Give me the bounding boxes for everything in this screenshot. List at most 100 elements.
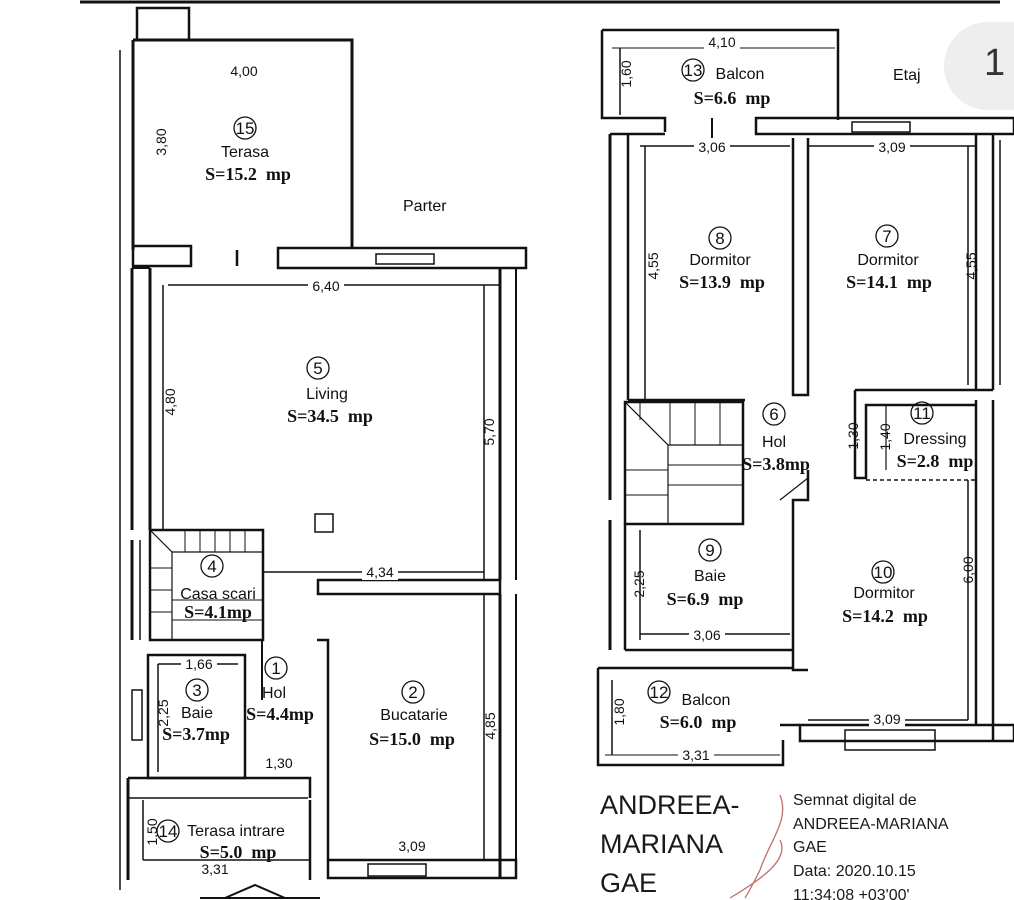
author-name-line-1: ANDREEA- — [600, 790, 740, 820]
dimension-label: 5,70 — [481, 418, 497, 445]
room-number: 11 — [913, 404, 931, 423]
signature-time: 11:34:08 +03'00' — [793, 887, 910, 900]
dimension-label: 2,25 — [155, 699, 171, 726]
dimension-labels: 4,003,806,404,805,704,341,662,251,304,85… — [144, 34, 979, 877]
dimension-label: 4,55 — [963, 252, 979, 279]
dimension-label: 1,66 — [185, 656, 212, 672]
level-label-etaj: Etaj — [893, 67, 921, 84]
dimension-label: 3,31 — [682, 747, 709, 763]
dimension-label-bg — [261, 756, 297, 771]
room-number-circle — [306, 356, 330, 380]
room-number-circle — [233, 116, 257, 140]
room-number-circle — [401, 680, 425, 704]
dimension-label-bg — [704, 35, 740, 50]
room-name: Terasa intrare — [187, 823, 285, 840]
dimension-label: 3,06 — [698, 139, 725, 155]
signature-line-3: GAE — [793, 839, 827, 856]
room-name: Dormitor — [853, 585, 915, 602]
dimension-label: 4,10 — [708, 34, 735, 50]
room-name: Bucatarie — [380, 707, 448, 724]
dimension-label: 3,09 — [873, 711, 900, 727]
dimension-label-bg — [874, 140, 910, 155]
signature-line-2: ANDREEA-MARIANA — [793, 816, 949, 833]
room-name: Baie — [181, 705, 213, 722]
dimension-label: 3,06 — [693, 627, 720, 643]
room-name: Dressing — [903, 431, 966, 448]
room-number-circle — [156, 819, 180, 843]
room-number: 4 — [207, 557, 216, 576]
dimension-label-bg — [308, 279, 344, 294]
room-number: 8 — [715, 229, 724, 248]
room-area: S=6.0 mp — [660, 712, 737, 732]
room-area: S=4.1mp — [184, 602, 252, 622]
signature-date: Data: 2020.10.15 — [793, 863, 916, 880]
dimension-label: 1,40 — [877, 423, 893, 450]
room-area: S=15.2 mp — [205, 164, 291, 184]
dimension-label: 4,85 — [482, 712, 498, 739]
dimension-label-bg — [689, 628, 725, 643]
room-number: 15 — [236, 119, 255, 138]
room-name: Terasa — [221, 144, 269, 161]
room-area: S=15.0 mp — [369, 729, 455, 749]
room-number: 5 — [313, 359, 322, 378]
room-area: S=5.0 mp — [200, 842, 277, 862]
dimension-label: 1,30 — [265, 755, 292, 771]
dimension-label: 4,80 — [162, 388, 178, 415]
room-name: Baie — [694, 568, 726, 585]
room-number-circle — [910, 401, 934, 425]
dimension-label: 3,09 — [398, 838, 425, 854]
room-number: 9 — [705, 541, 714, 560]
dimension-label: 4,00 — [230, 63, 257, 79]
room-name: Hol — [262, 685, 286, 702]
dimension-label-bg — [394, 839, 430, 854]
dimension-label: 4,55 — [645, 252, 661, 279]
room-number: 1 — [271, 659, 280, 678]
signature-line-1: Semnat digital de — [793, 792, 917, 809]
room-area: S=3.7mp — [162, 724, 230, 744]
room-number-circle — [762, 402, 786, 426]
signature-mark — [729, 794, 784, 899]
dimension-label: 1,30 — [845, 422, 861, 449]
room-number-circle — [200, 554, 224, 578]
room-number-circle — [264, 656, 288, 680]
room-area: S=14.2 mp — [842, 606, 928, 626]
room-number-circle — [681, 58, 705, 82]
dimension-label: 6,40 — [312, 278, 339, 294]
dimension-label-bg — [226, 64, 262, 79]
room-name: Living — [306, 386, 348, 403]
dimension-label-bg — [678, 748, 714, 763]
room-name: Hol — [762, 434, 786, 451]
room-number-circle — [647, 680, 671, 704]
dimension-label: 1,60 — [618, 60, 634, 87]
room-area: S=14.1 mp — [846, 272, 932, 292]
room-number-circle — [708, 226, 732, 250]
room-number-circle — [871, 560, 895, 584]
page-number: 1 — [984, 42, 1006, 84]
room-number: 6 — [769, 405, 778, 424]
dimension-label: 6,00 — [960, 556, 976, 583]
room-name: Balcon — [682, 692, 731, 709]
room-area: S=4.4mp — [246, 704, 314, 724]
room-area: S=6.9 mp — [667, 589, 744, 609]
room-number-circle — [185, 678, 209, 702]
room-number: 13 — [684, 61, 703, 80]
dimension-label-bg — [694, 140, 730, 155]
room-area: S=34.5 mp — [287, 406, 373, 426]
dimension-label: 2,25 — [631, 570, 647, 597]
room-area: S=6.6 mp — [694, 88, 771, 108]
room-number: 14 — [159, 822, 178, 841]
room-number: 2 — [408, 683, 417, 702]
dimension-label-bg — [362, 565, 398, 580]
